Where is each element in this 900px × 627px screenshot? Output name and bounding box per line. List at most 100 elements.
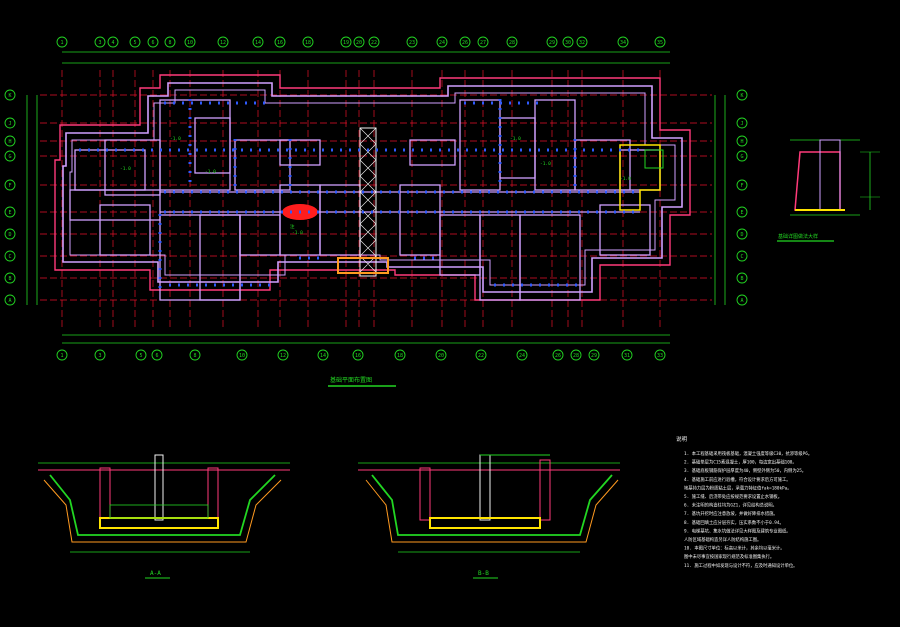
svg-text:33: 33	[657, 353, 663, 359]
svg-text:16: 16	[277, 40, 283, 46]
grid-bubble-right-A: A	[736, 294, 748, 306]
svg-text:D: D	[740, 232, 743, 238]
svg-text:8: 8	[168, 40, 171, 46]
detail-drawing	[790, 139, 880, 216]
grid-bubble-top-29: 29	[546, 36, 558, 48]
grid-bubble-right-E: E	[736, 206, 748, 218]
svg-text:K: K	[8, 93, 11, 99]
grid-bubble-top-1: 1	[56, 36, 68, 48]
note-line: 4. 基础施工前应进行验槽，符合设计要求后方可施工。	[684, 476, 791, 483]
svg-text:6: 6	[151, 40, 154, 46]
svg-text:A: A	[740, 298, 743, 304]
svg-text:31: 31	[624, 353, 630, 359]
svg-text:30: 30	[565, 40, 571, 46]
notes-title: 说明	[676, 435, 688, 443]
grid-bubble-left-B: B	[4, 272, 16, 284]
svg-text:-1.0: -1.0	[120, 166, 131, 172]
section-a-label: A-A	[150, 570, 161, 577]
svg-text:29: 29	[549, 40, 555, 46]
svg-text:28: 28	[573, 353, 579, 359]
section-b-drawing	[358, 454, 620, 553]
grid-bubble-left-D: D	[4, 228, 16, 240]
svg-text:A: A	[8, 298, 11, 304]
svg-text:K: K	[740, 93, 743, 99]
svg-text:12: 12	[220, 40, 226, 46]
svg-text:E: E	[8, 210, 11, 216]
svg-text:32: 32	[579, 40, 585, 46]
grid-bubble-bottom-16: 16	[352, 349, 364, 361]
svg-text:E: E	[740, 210, 743, 216]
grid-bubble-top-28: 28	[506, 36, 518, 48]
grid-bubble-top-30: 30	[562, 36, 574, 48]
grid-bubble-top-24: 24	[436, 36, 448, 48]
svg-text:22: 22	[371, 40, 377, 46]
notes-list: 1. 本工程基础采用筏板基础，混凝土强度等级C30，抗渗等级P6。 2. 基础垫层…	[684, 450, 812, 569]
grid-bubble-top-19: 19	[340, 36, 352, 48]
grid-bubble-bottom-18: 18	[394, 349, 406, 361]
grid-bubble-bottom-24: 24	[516, 349, 528, 361]
svg-text:18: 18	[305, 40, 311, 46]
grid-bubble-bottom-6: 6	[151, 349, 163, 361]
grid-bubble-bottom-3: 3	[94, 349, 106, 361]
note-line: 3. 基础底板钢筋保护层厚度为40，侧壁外侧为50，内侧为25。	[684, 467, 806, 474]
note-line: 人防区域基础构造另详人防结构施工图。	[684, 536, 761, 543]
grid-bubble-right-C: C	[736, 250, 748, 262]
svg-text:27: 27	[480, 40, 486, 46]
svg-text:6: 6	[155, 353, 158, 359]
svg-text:28: 28	[509, 40, 515, 46]
grid-bubble-bottom-5: 5	[135, 349, 147, 361]
svg-text:H: H	[8, 139, 11, 145]
grid-bubble-right-H: H	[736, 135, 748, 147]
grid-bubble-right-J: J	[736, 117, 748, 129]
svg-text:8: 8	[193, 353, 196, 359]
svg-text:24: 24	[519, 353, 525, 359]
piles	[79, 99, 639, 288]
note-line: 2. 基础垫层为C15素混凝土，厚100，每边宽出基础100。	[684, 459, 797, 466]
pit-outline	[619, 144, 664, 211]
note-line: 地基持力层为粉质粘土层，承载力特征值fak=180kPa。	[684, 484, 792, 491]
grid-bubble-right-D: D	[736, 228, 748, 240]
note-line: 11. 施工过程中如发现与设计不符，应及时通知设计单位。	[684, 562, 797, 569]
note-line: 1. 本工程基础采用筏板基础，混凝土强度等级C30，抗渗等级P6。	[684, 450, 812, 457]
stair-core	[337, 127, 389, 277]
svg-text:3: 3	[98, 40, 101, 46]
svg-text:10: 10	[239, 353, 245, 359]
grid-bubble-top-14: 14	[252, 36, 264, 48]
grid-bubble-top-6: 6	[147, 36, 159, 48]
grid-bubble-left-H: H	[4, 135, 16, 147]
svg-text:1: 1	[60, 40, 63, 46]
grid-bubble-left-G: G	[4, 150, 16, 162]
svg-text:B: B	[8, 276, 11, 282]
svg-text:18: 18	[397, 353, 403, 359]
grid-bubble-bottom-8: 8	[189, 349, 201, 361]
grid-bubble-top-34: 34	[617, 36, 629, 48]
grid-bubble-top-16: 16	[274, 36, 286, 48]
grid-bubble-top-18: 18	[302, 36, 314, 48]
plan-title: 基础平面布置图	[330, 376, 372, 384]
grid-bubble-right-K: K	[736, 89, 748, 101]
svg-text:G: G	[740, 154, 743, 160]
svg-text:4: 4	[111, 40, 114, 46]
svg-text:20: 20	[438, 353, 444, 359]
svg-text:5: 5	[133, 40, 136, 46]
section-a-drawing	[38, 454, 290, 553]
grid-bubble-bottom-1: 1	[56, 349, 68, 361]
svg-text:16: 16	[355, 353, 361, 359]
grid-bubble-left-J: J	[4, 117, 16, 129]
svg-text:26: 26	[555, 353, 561, 359]
grid-bubble-top-32: 32	[576, 36, 588, 48]
detail-title: 基础详图做法大样	[778, 233, 818, 240]
svg-text:12: 12	[280, 353, 286, 359]
grid-bubble-right-G: G	[736, 150, 748, 162]
note-line: 10. 本图尺寸单位：标高以米计，其余均以毫米计。	[684, 545, 785, 552]
grid-bubble-bottom-20: 20	[435, 349, 447, 361]
svg-text:3: 3	[98, 353, 101, 359]
svg-text:H: H	[740, 139, 743, 145]
grid-bubble-left-K: K	[4, 89, 16, 101]
grid-bubble-top-23: 23	[406, 36, 418, 48]
svg-text:C: C	[740, 254, 743, 260]
grid-bubble-bottom-10: 10	[236, 349, 248, 361]
svg-text:5: 5	[139, 353, 142, 359]
